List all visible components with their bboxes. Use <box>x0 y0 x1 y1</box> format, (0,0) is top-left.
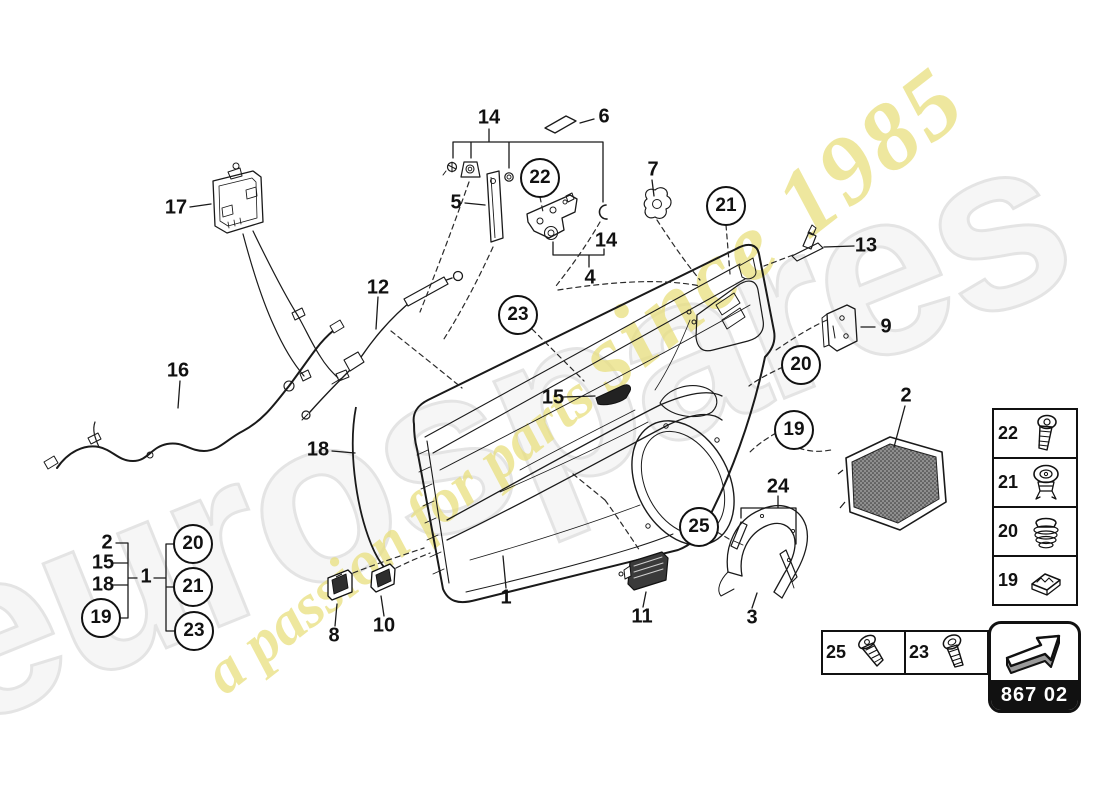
bracket-9-drawing <box>821 304 858 352</box>
legend-item-19[interactable]: 19 <box>994 557 1076 604</box>
lamp-11-drawing <box>618 551 669 591</box>
legend-item-22-label: 22 <box>998 423 1019 443</box>
trim-strip-18-drawing <box>351 406 395 577</box>
part-label-17[interactable]: 17 <box>164 196 188 219</box>
group-label-18[interactable]: 18 <box>91 573 115 596</box>
legend-item-19-label: 19 <box>998 570 1019 590</box>
diagram-code: 867 02 <box>991 680 1078 710</box>
legend-item-23-label: 23 <box>909 642 930 662</box>
fasteners-14-drawing <box>442 161 608 220</box>
group-circle-21[interactable]: 21 <box>173 567 213 607</box>
cable-12-drawing <box>301 270 464 421</box>
part-label-6[interactable]: 6 <box>598 105 610 128</box>
callout-circle-20[interactable]: 20 <box>781 345 821 385</box>
legend-item-21-label: 21 <box>998 472 1019 492</box>
part-label-10[interactable]: 10 <box>372 614 396 637</box>
switch-10-drawing <box>370 563 396 593</box>
legend-item-22[interactable]: 22 <box>994 410 1076 459</box>
part-label-5[interactable]: 5 <box>450 191 462 214</box>
handle-15-drawing <box>595 384 631 406</box>
arrow-up-right-icon <box>1005 634 1061 674</box>
legend-item-20-label: 20 <box>998 521 1019 541</box>
pan-head-torx-screw-icon <box>1037 414 1057 451</box>
bracket-4-drawing <box>526 192 578 241</box>
part-label-15[interactable]: 15 <box>541 386 565 409</box>
part-label-11[interactable]: 11 <box>631 605 653 628</box>
legend-item-25[interactable]: 25 <box>821 630 906 675</box>
wiring-harness-16-drawing <box>43 319 345 470</box>
part-label-16[interactable]: 16 <box>166 359 190 382</box>
part-label-8[interactable]: 8 <box>328 624 340 647</box>
switch-8-drawing <box>327 569 353 601</box>
clip-13-drawing <box>791 224 824 262</box>
part-label-7[interactable]: 7 <box>647 158 659 181</box>
clip-7-drawing <box>643 187 672 220</box>
group-label-15[interactable]: 15 <box>91 551 115 574</box>
part-label-12[interactable]: 12 <box>366 276 390 299</box>
callout-circle-25[interactable]: 25 <box>679 507 719 547</box>
legend-item-23[interactable]: 23 <box>906 630 989 675</box>
part-label-4[interactable]: 4 <box>584 266 596 289</box>
group-circle-19[interactable]: 19 <box>81 598 121 638</box>
retaining-clip-icon <box>1033 517 1059 548</box>
part-label-24[interactable]: 24 <box>766 475 790 498</box>
part-label-13[interactable]: 13 <box>854 234 878 257</box>
pins-24-drawing <box>730 521 798 589</box>
module-17-drawing <box>212 162 350 382</box>
plate-6-drawing <box>544 115 577 134</box>
leader-lines <box>112 118 906 632</box>
strip-5-drawing <box>486 170 504 243</box>
speaker-grille-2-drawing <box>837 436 947 531</box>
screw-legend: 25 23 <box>821 630 989 675</box>
expanding-rivet-icon <box>1033 464 1059 500</box>
dashed-leaders <box>352 181 832 574</box>
countersunk-screw-icon <box>858 634 884 667</box>
legend-item-25-label: 25 <box>826 642 847 662</box>
callout-circle-22[interactable]: 22 <box>520 158 560 198</box>
diagram-code-badge[interactable]: 867 02 <box>988 621 1081 713</box>
group-circle-20[interactable]: 20 <box>173 524 213 564</box>
part-label-14-top[interactable]: 14 <box>477 106 501 129</box>
callout-circle-23[interactable]: 23 <box>498 295 538 335</box>
legend-item-21[interactable]: 21 <box>994 459 1076 508</box>
callout-circle-19[interactable]: 19 <box>774 410 814 450</box>
legend-item-20[interactable]: 20 <box>994 508 1076 557</box>
part-label-1[interactable]: 1 <box>500 586 512 609</box>
group-label-2[interactable]: 2 <box>101 531 113 554</box>
part-label-3[interactable]: 3 <box>746 606 758 629</box>
group-circle-23[interactable]: 23 <box>174 611 214 651</box>
part-label-14-mid[interactable]: 14 <box>594 229 618 252</box>
pan-head-screw-icon <box>942 634 964 668</box>
part-label-2-speaker[interactable]: 2 <box>900 384 912 407</box>
spring-clip-icon <box>1031 572 1061 596</box>
part-label-18[interactable]: 18 <box>306 438 330 461</box>
callout-circle-21[interactable]: 21 <box>706 186 746 226</box>
fastener-legend: 22 21 20 <box>992 408 1078 606</box>
group-label-1[interactable]: 1 <box>140 565 152 588</box>
part-label-9[interactable]: 9 <box>880 315 892 338</box>
